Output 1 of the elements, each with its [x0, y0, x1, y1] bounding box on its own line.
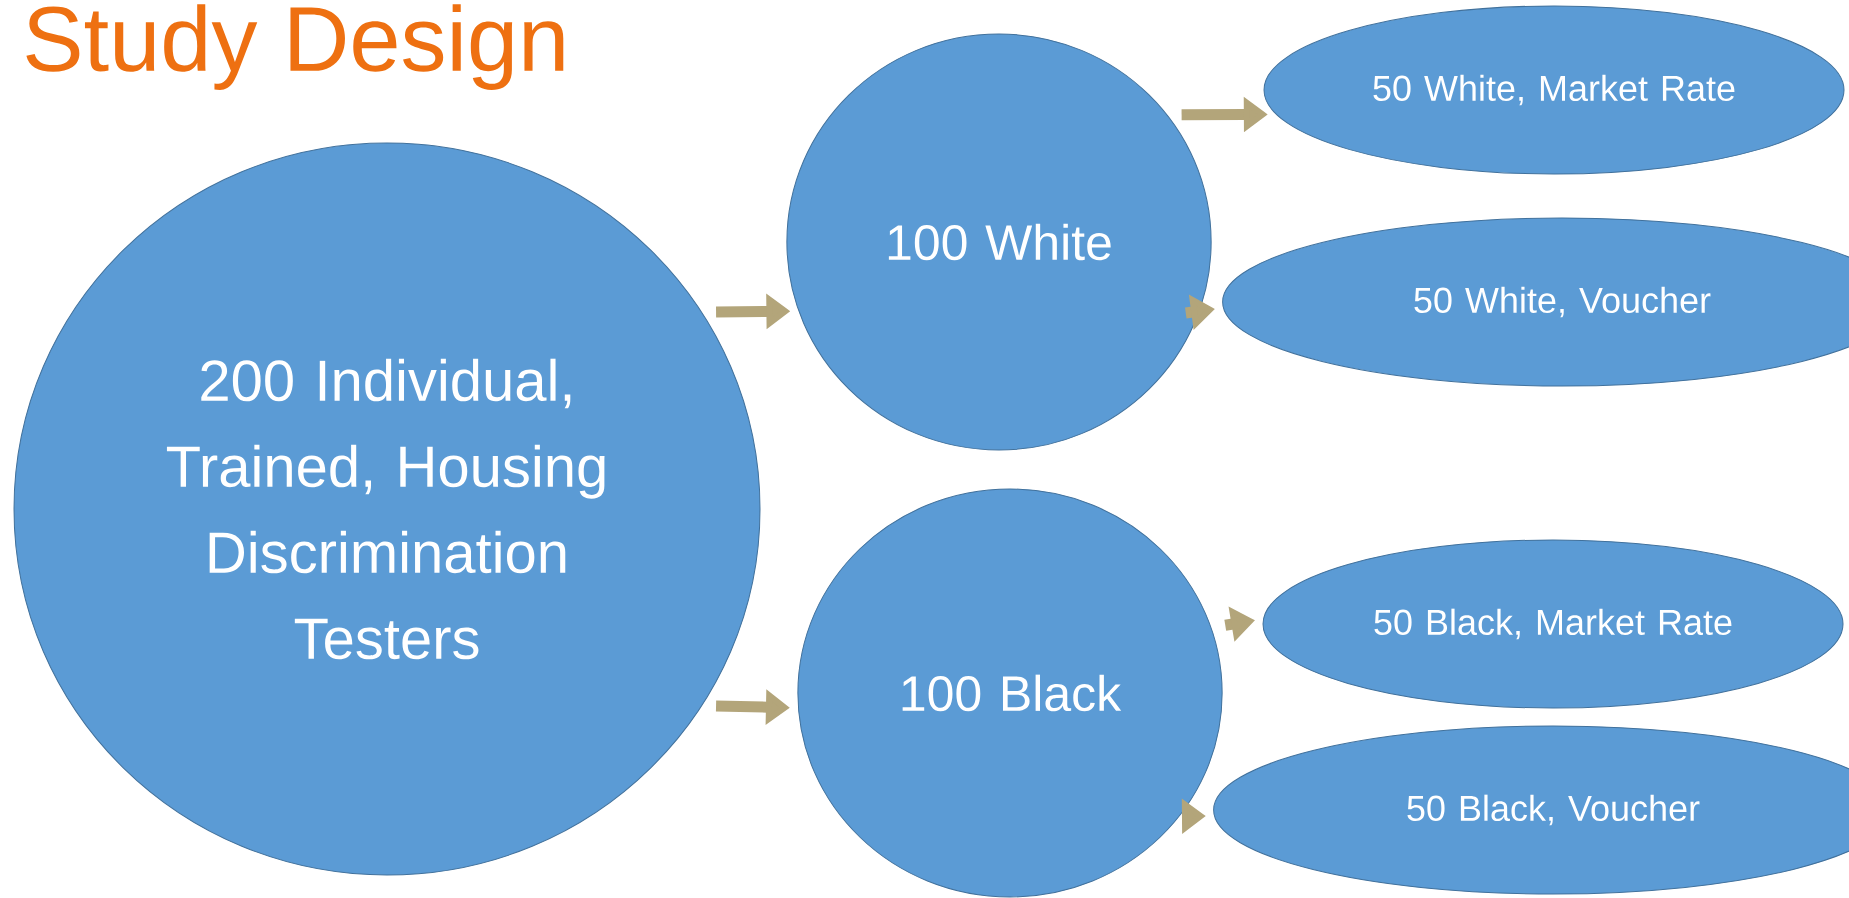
- title: Study Design: [26, 4, 564, 90]
